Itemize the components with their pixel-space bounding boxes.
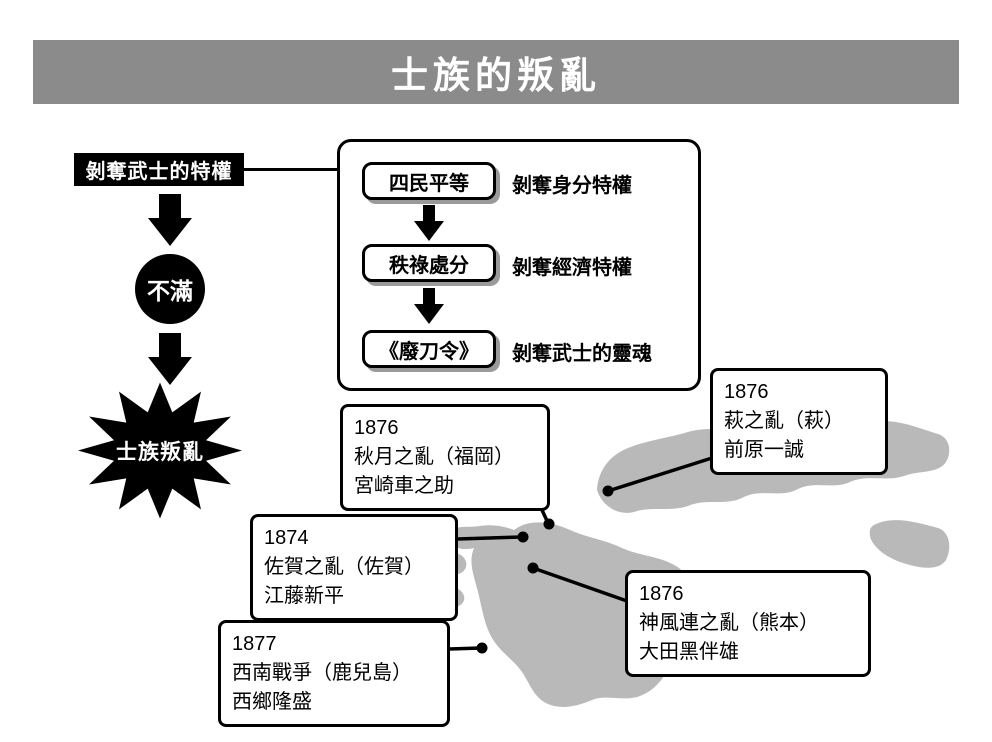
callout-year: 1874	[264, 527, 309, 549]
callout-leader: 宮崎車之助	[354, 475, 454, 497]
callout-saga-rebellion: 1874 佐賀之亂（佐賀） 江藤新平	[250, 514, 458, 621]
callout-event: 神風連之亂（熊本）	[639, 612, 819, 634]
starburst-icon	[78, 382, 242, 519]
callout-hagi-rebellion: 1876 萩之亂（萩） 前原一誠	[710, 368, 888, 475]
down-arrow-icon	[148, 194, 192, 246]
location-dots	[476, 485, 614, 654]
policy-pill-stipend: 秩祿處分	[362, 244, 496, 282]
callout-event: 萩之亂（萩）	[724, 410, 844, 432]
policy-pill-label: 秩祿處分	[389, 254, 469, 277]
callout-akizuki-rebellion: 1876 秋月之亂（福岡） 宮崎車之助	[340, 404, 550, 511]
trigger-to-policy-connector	[244, 168, 337, 171]
rebellion-burst: 士族叛亂	[75, 378, 245, 523]
callout-shinpuren-rebellion: 1876 神風連之亂（熊本） 大田黑伴雄	[625, 570, 871, 677]
callout-year: 1877	[232, 633, 277, 655]
policy-box: 四民平等 剝奪身分特權 秩祿處分 剝奪經濟特權 《廢刀令》 剝奪武士的靈魂	[337, 139, 701, 391]
emotion-circle: 不滿	[135, 254, 205, 324]
trigger-box: 剝奪武士的特權	[74, 153, 244, 186]
policy-effect: 剝奪武士的靈魂	[512, 343, 652, 365]
page-title: 士族的叛亂	[391, 55, 601, 96]
policy-effect: 剝奪身分特權	[512, 175, 632, 197]
callout-year: 1876	[724, 381, 769, 403]
callout-leader: 大田黑伴雄	[639, 641, 739, 663]
down-arrow-icon	[414, 288, 444, 324]
callout-event: 佐賀之亂（佐賀）	[264, 556, 424, 578]
policy-pill-equality: 四民平等	[362, 162, 496, 200]
emotion-label: 不滿	[147, 278, 193, 304]
callout-year: 1876	[354, 417, 399, 439]
callout-year: 1876	[639, 583, 684, 605]
callout-event: 西南戰爭（鹿兒島）	[232, 662, 412, 684]
title-banner: 士族的叛亂	[33, 40, 959, 104]
callout-leader: 西鄉隆盛	[232, 691, 312, 713]
rebellion-label: 士族叛亂	[116, 440, 204, 464]
policy-pill-label: 《廢刀令》	[379, 340, 479, 363]
down-arrow-icon	[414, 205, 444, 241]
policy-pill-label: 四民平等	[389, 172, 469, 195]
policy-effect: 剝奪經濟特權	[512, 257, 632, 279]
trigger-label: 剝奪武士的特權	[85, 161, 233, 183]
down-arrow-icon	[148, 333, 192, 385]
policy-pill-sword-ban: 《廢刀令》	[362, 330, 496, 368]
callout-event: 秋月之亂（福岡）	[354, 446, 514, 468]
callout-seinan-war: 1877 西南戰爭（鹿兒島） 西鄉隆盛	[218, 620, 450, 727]
callout-leader: 前原一誠	[724, 439, 804, 461]
callout-leader: 江藤新平	[264, 585, 344, 607]
